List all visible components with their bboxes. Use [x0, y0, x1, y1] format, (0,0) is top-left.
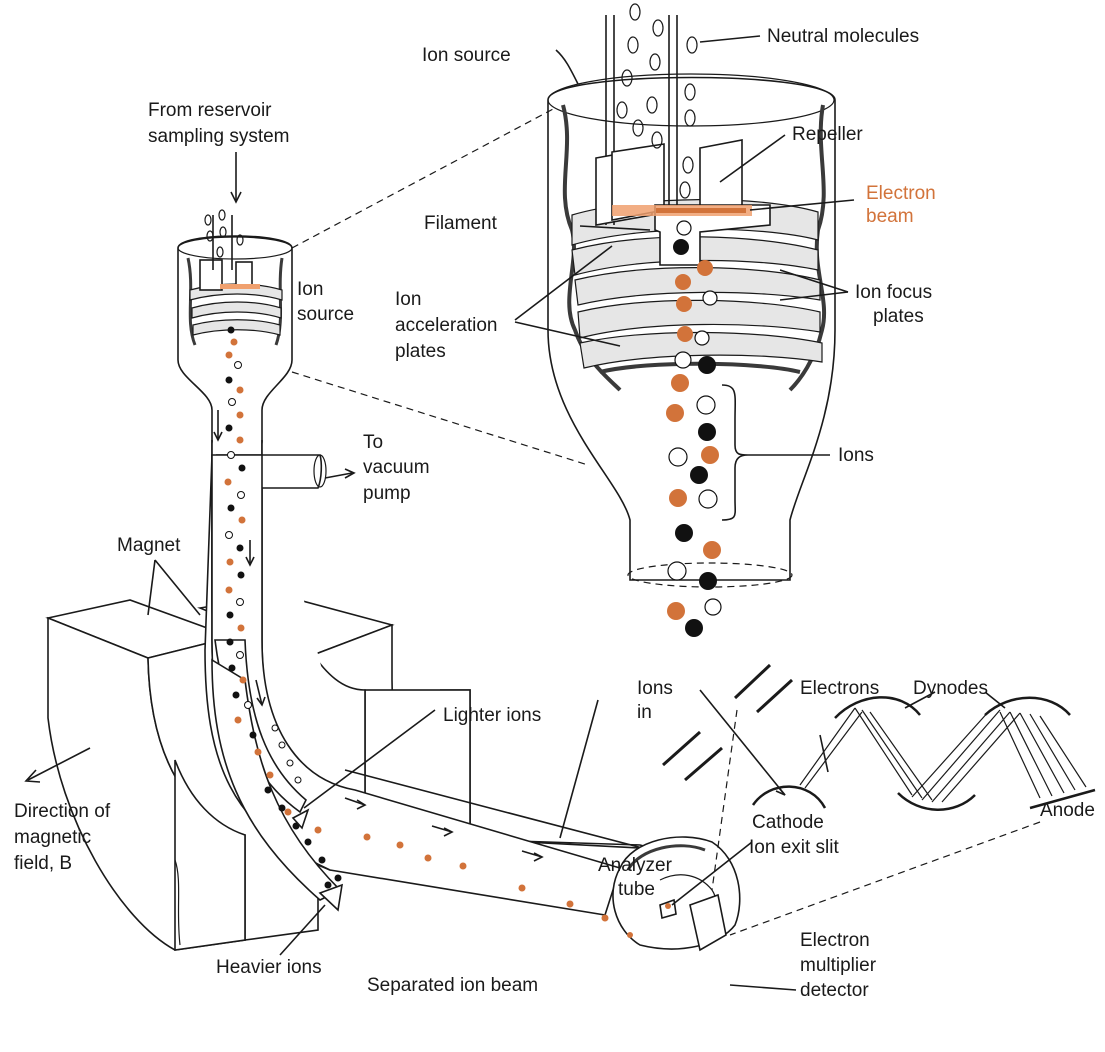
ion-source-small	[178, 236, 292, 455]
label-electron-beam-2: beam	[866, 206, 914, 227]
label-ion-acceleration-3: plates	[395, 341, 446, 362]
label-direction-1: Direction of	[14, 801, 111, 822]
label-electron-multiplier-3: detector	[800, 980, 869, 1001]
label-cathode: Cathode	[752, 812, 824, 833]
label-from-reservoir-2: sampling system	[148, 126, 290, 147]
label-ion-acceleration-2: acceleration	[395, 315, 497, 336]
label-to-vacuum-2: vacuum	[363, 457, 430, 478]
label-filament: Filament	[424, 213, 498, 234]
label-ion-focus-2: plates	[873, 306, 924, 327]
label-electron-multiplier-2: multiplier	[800, 955, 877, 976]
label-ion-source-left-2: source	[297, 304, 354, 325]
label-ion-source-left-1: Ion	[297, 279, 323, 300]
label-from-reservoir-1: From reservoir	[148, 100, 272, 121]
label-ions-in-2: in	[637, 702, 652, 723]
label-ion-exit-slit: Ion exit slit	[749, 837, 839, 858]
label-ion-acceleration-1: Ion	[395, 289, 421, 310]
label-repeller: Repeller	[792, 124, 863, 145]
repeller-plate-right	[700, 140, 742, 212]
label-analyzer-1: Analyzer	[598, 855, 673, 876]
label-separated-ion-beam: Separated ion beam	[367, 975, 538, 996]
dynode-2	[898, 793, 975, 810]
label-direction-2: magnetic	[14, 827, 91, 848]
label-electrons: Electrons	[800, 678, 879, 699]
label-to-vacuum-3: pump	[363, 483, 411, 504]
cathode-shape	[753, 787, 825, 808]
label-dynodes: Dynodes	[913, 678, 988, 699]
label-ions: Ions	[838, 445, 874, 466]
electron-paths	[800, 708, 1086, 802]
label-electron-beam-1: Electron	[866, 183, 936, 204]
label-neutral-molecules: Neutral molecules	[767, 26, 919, 47]
label-direction-3: field, B	[14, 853, 72, 874]
label-heavier-ions: Heavier ions	[216, 957, 322, 978]
zoom-line-bottom	[292, 372, 588, 465]
label-to-vacuum-1: To	[363, 432, 383, 453]
label-anode: Anode	[1040, 800, 1095, 821]
ion-source-enlarged	[548, 4, 835, 637]
ion-path	[700, 690, 785, 795]
label-ion-source-top: Ion source	[422, 45, 511, 66]
label-ion-focus-1: Ion focus	[855, 282, 932, 303]
label-electron-multiplier-1: Electron	[800, 930, 870, 951]
label-magnet: Magnet	[117, 535, 181, 556]
label-analyzer-2: tube	[618, 879, 655, 900]
label-lighter-ions: Lighter ions	[443, 705, 541, 726]
label-ions-in-1: Ions	[637, 678, 673, 699]
